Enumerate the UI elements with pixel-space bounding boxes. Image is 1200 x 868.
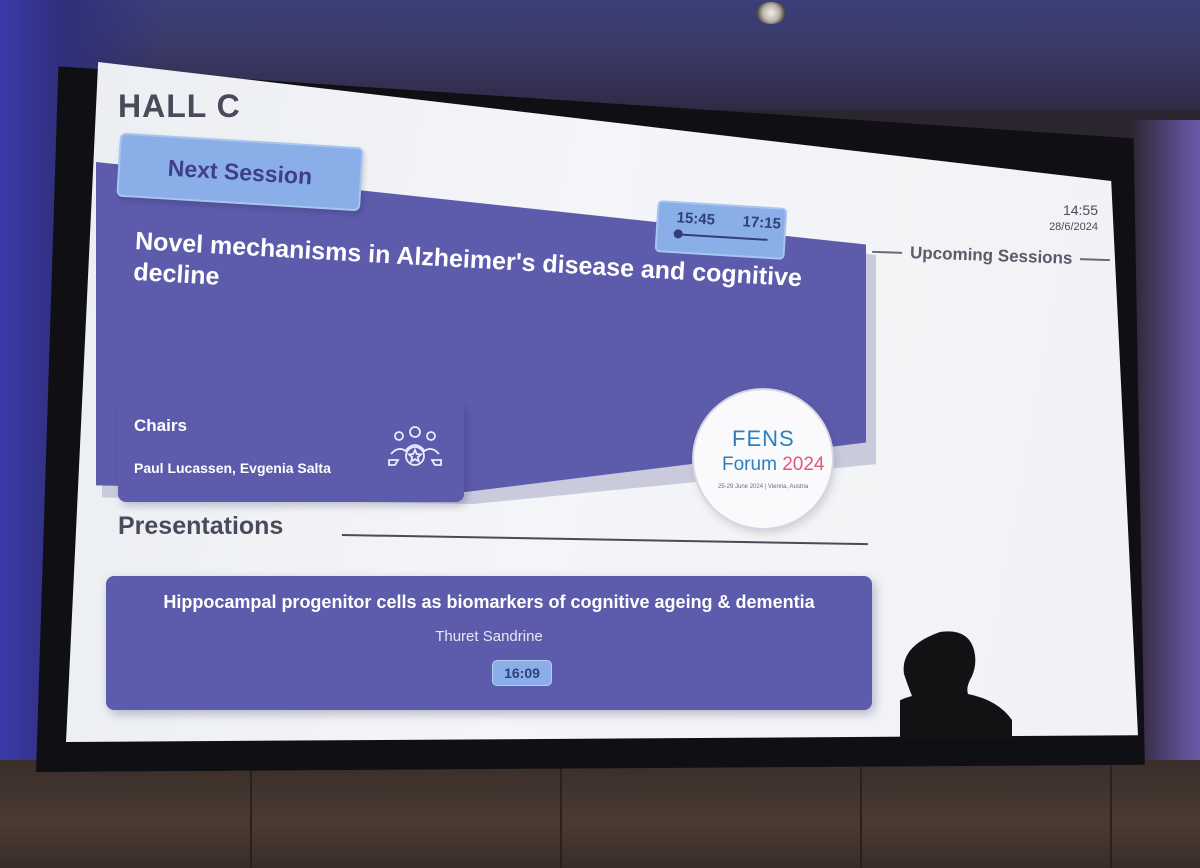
ceiling-light xyxy=(756,2,786,24)
divider xyxy=(341,534,868,546)
presentations-heading: Presentations xyxy=(118,512,284,540)
logo-forum-word: Forum xyxy=(722,454,777,475)
clock: 14:55 28/6/2024 xyxy=(1049,202,1098,233)
divider xyxy=(872,250,903,254)
session-progress-track xyxy=(675,233,768,241)
wall-panel-seam xyxy=(250,760,252,868)
chairs-card: Chairs Paul Lucassen, Evgenia Salta xyxy=(118,402,464,502)
wall-panel-seam xyxy=(1110,760,1112,868)
clock-time: 14:55 xyxy=(1062,202,1098,218)
session-time-range: 15:45 17:15 xyxy=(654,200,788,260)
wall-panel-seam xyxy=(560,760,562,868)
logo-forum-text: Forum 2024 xyxy=(722,454,824,476)
session-progress-marker xyxy=(673,229,683,239)
logo-dates: 25-29 June 2024 | Vienna, Austria xyxy=(718,484,809,490)
presentation-speaker: Thuret Sandrine xyxy=(435,628,543,645)
divider xyxy=(1080,258,1111,262)
logo-fens-text: FENS xyxy=(732,426,795,451)
wall-panel-seam xyxy=(860,760,862,868)
presentation-title: Hippocampal progenitor cells as biomarke… xyxy=(163,592,815,612)
upcoming-sessions-label: Upcoming Sessions xyxy=(909,243,1073,268)
chairs-names: Paul Lucassen, Evgenia Salta xyxy=(134,460,331,476)
audience-silhouette xyxy=(900,631,1012,740)
hall-name: HALL C xyxy=(118,88,241,124)
upcoming-sessions-header: Upcoming Sessions xyxy=(872,242,1113,270)
fens-forum-logo: FENS Forum 2024 25-29 June 2024 | Vienna… xyxy=(694,390,832,528)
session-start-time: 15:45 xyxy=(676,209,716,229)
chairs-label: Chairs xyxy=(134,416,187,435)
room-wall-panels xyxy=(0,760,1200,868)
presentation-time-badge: 16:09 xyxy=(492,660,552,686)
presentation-card: Hippocampal progenitor cells as biomarke… xyxy=(106,576,872,710)
clock-date: 28/6/2024 xyxy=(1049,221,1098,233)
logo-year: 2024 xyxy=(782,454,825,475)
projection-screen: HALL C Next Session 15:45 17:15 Novel me… xyxy=(66,62,1138,742)
group-award-icon xyxy=(386,424,444,477)
session-end-time: 17:15 xyxy=(742,213,782,233)
